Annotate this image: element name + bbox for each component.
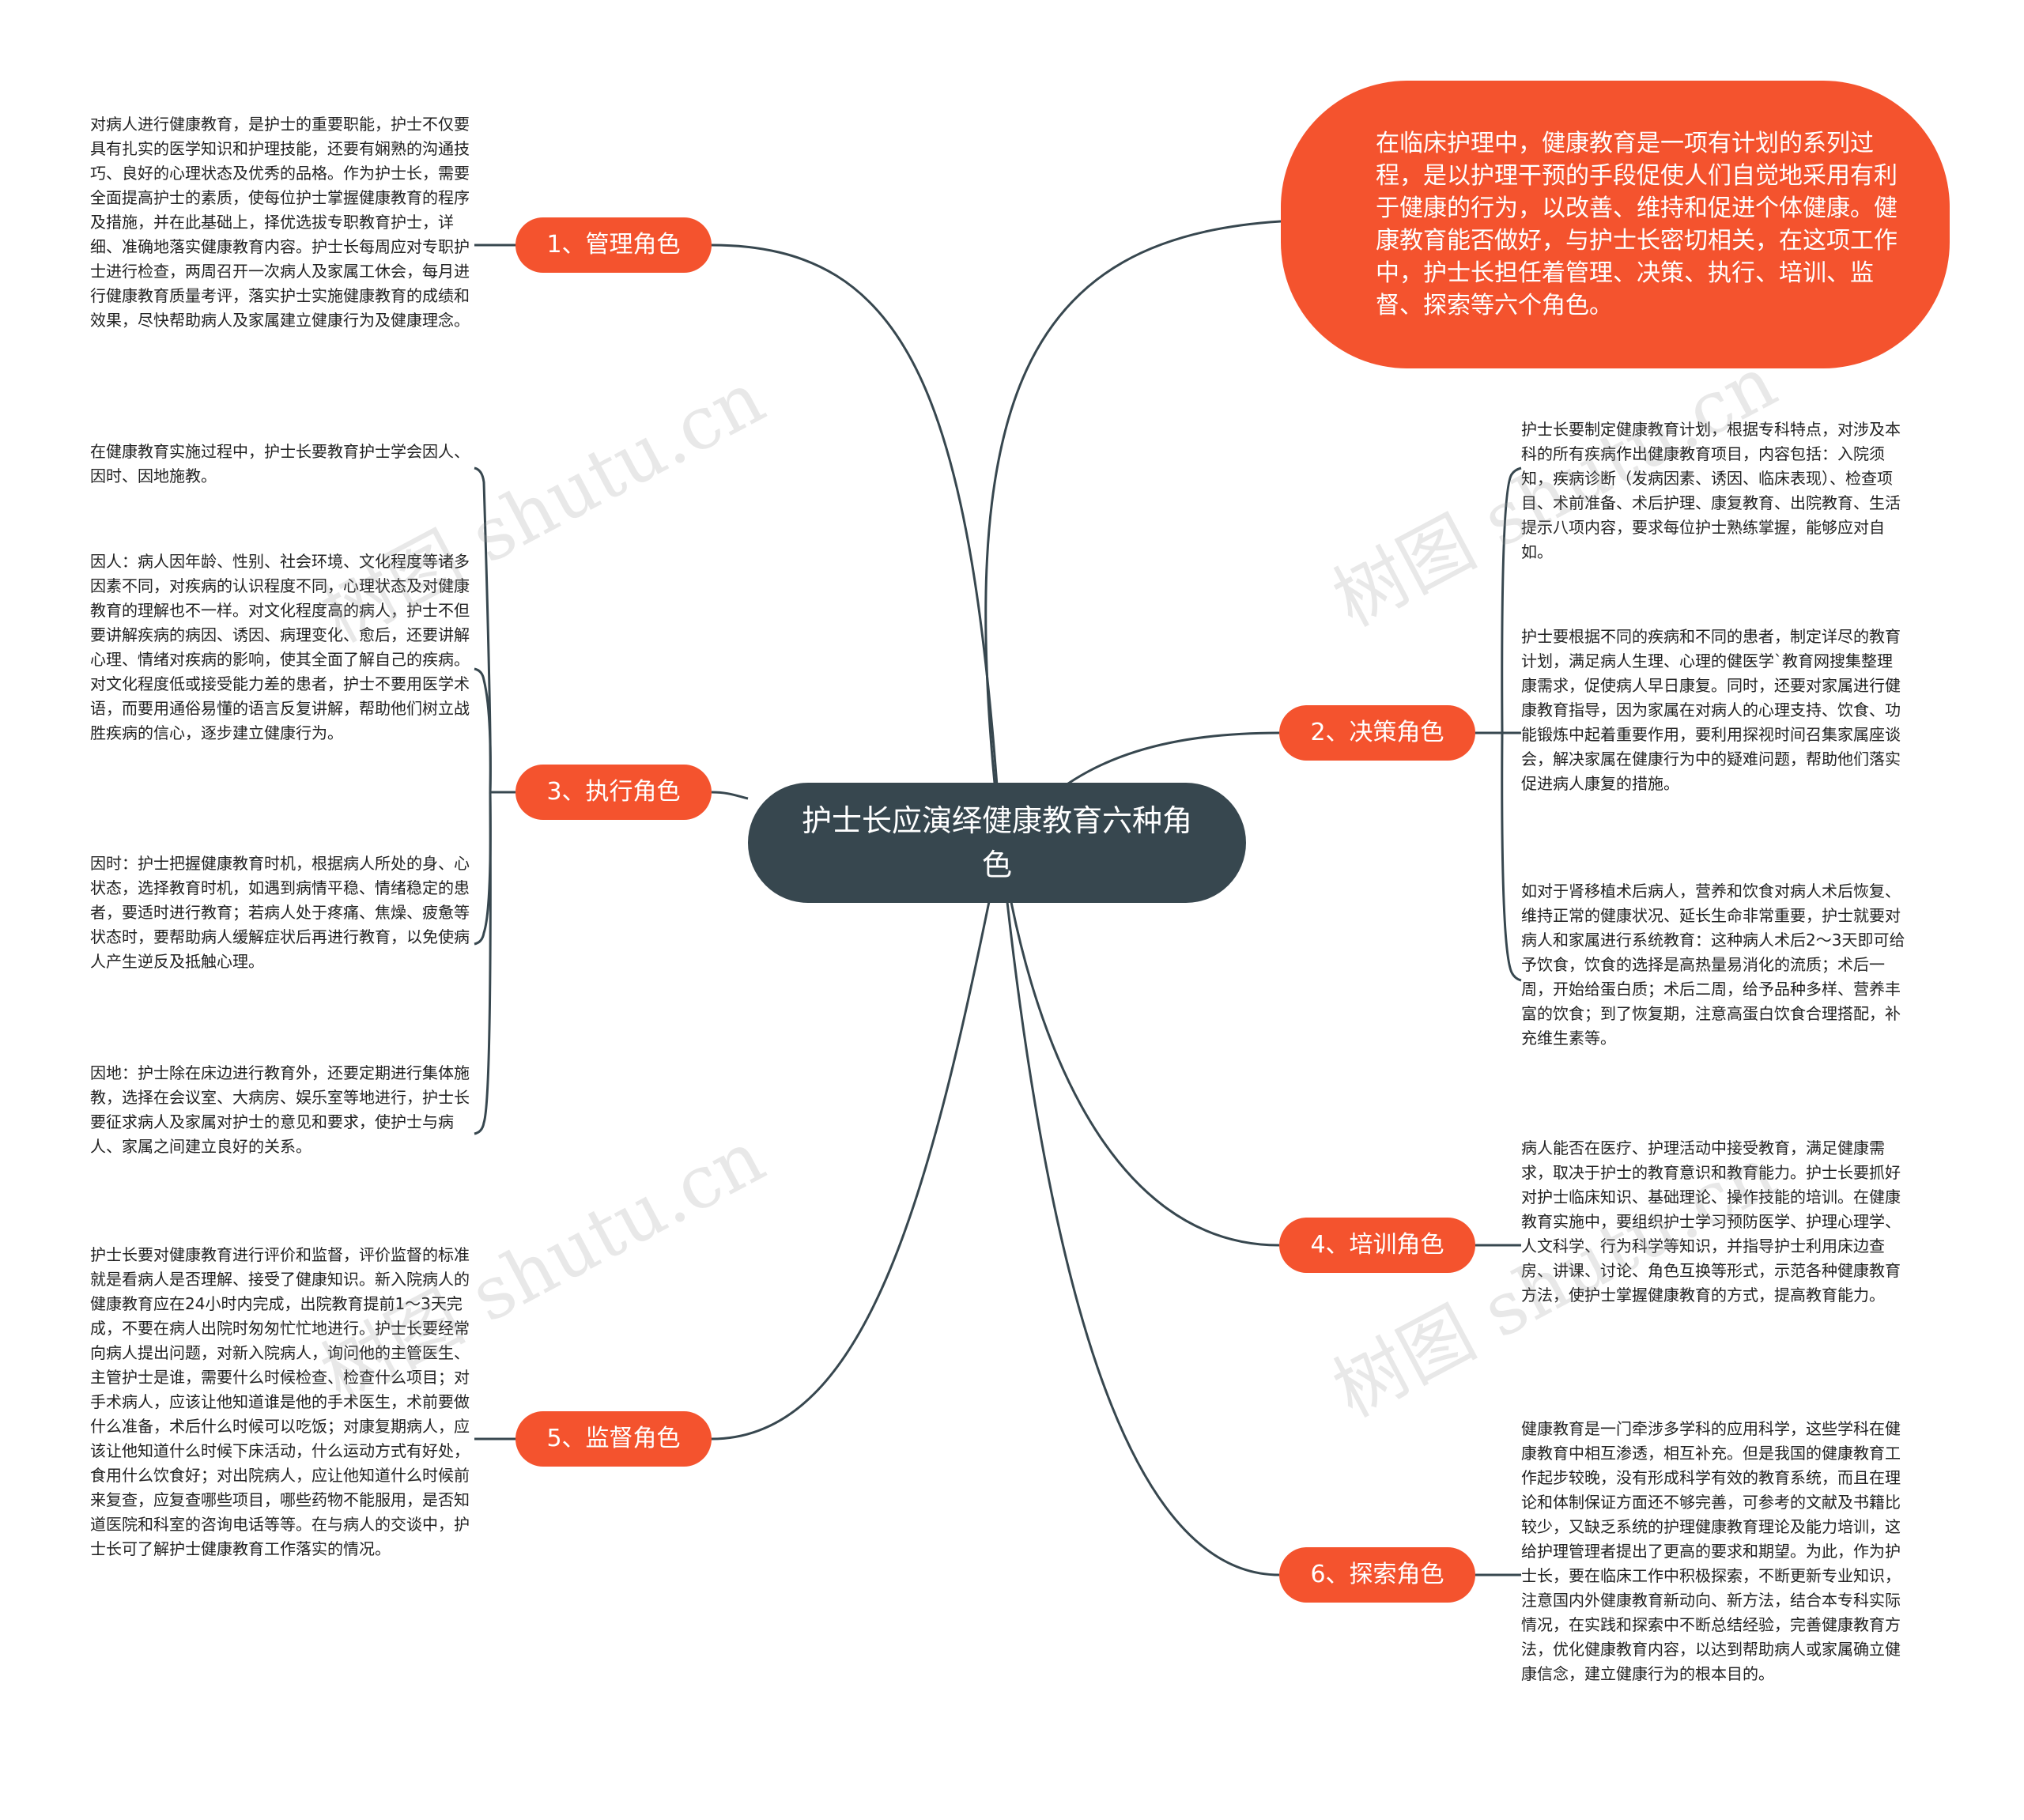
leaf-execution-2: 因人：病人因年龄、性别、社会环境、文化程度等诸多因素不同，对疾病的认识程度不同，… [90, 552, 470, 742]
branch-execution[interactable]: 3、执行角色 [515, 765, 712, 820]
leaf-exploration-1: 健康教育是一门牵涉多学科的应用科学，这些学科在健康教育中相互渗透，相互补充。但是… [1521, 1419, 1901, 1683]
bracket-execution-3 [474, 791, 492, 946]
bracket-execution-4 [474, 791, 492, 1135]
leaf-decision-1: 护士长要制定健康教育计划，根据专科特点，对涉及本科的所有疾病作出健康教育项目，内… [1521, 420, 1901, 561]
leaf-execution-4: 因地：护士除在床边进行教育外，还要定期进行集体施教，选择在会议室、大病房、娱乐室… [90, 1063, 470, 1156]
bracket-execution-1 [474, 466, 515, 794]
leaf-execution-1: 在健康教育实施过程中，护士长要教育护士学会因人、因时、因地施教。 [90, 442, 470, 485]
connector-exploration [999, 842, 1280, 1576]
branch-training[interactable]: 4、培训角色 [1279, 1218, 1475, 1273]
bracket-decision-1 [1475, 466, 1522, 734]
branch-management[interactable]: 1、管理角色 [515, 217, 712, 273]
branch-supervision[interactable]: 5、监督角色 [515, 1411, 712, 1467]
leaf-management-1: 对病人进行健康教育，是护士的重要职能，护士不仅要具有扎实的医学知识和护理技能，还… [90, 115, 470, 330]
central-topic[interactable]: 护士长应演绎健康教育六种角色 [748, 783, 1246, 903]
intro-node[interactable]: 在临床护理中，健康教育是一项有计划的系列过程，是以护理干预的手段促使人们自觉地采… [1281, 81, 1950, 368]
branch-label: 1、管理角色 [546, 231, 681, 259]
leaf-supervision-1: 护士长要对健康教育进行评价和监督，评价监督的标准就是看病人是否理解、接受了健康知… [90, 1245, 470, 1558]
branch-label: 4、培训角色 [1310, 1231, 1444, 1259]
connector-management [711, 244, 1003, 844]
leaf-decision-2: 护士要根据不同的疾病和不同的患者，制定详尽的教育计划，满足病人生理、心理的健医学… [1521, 627, 1901, 793]
branch-label: 2、决策角色 [1310, 719, 1444, 746]
connector-intro [984, 220, 1282, 844]
bracket-decision-3 [1501, 732, 1522, 982]
bracket-execution-2 [474, 667, 492, 793]
connector-execution [711, 791, 749, 800]
branch-exploration[interactable]: 6、探索角色 [1279, 1547, 1475, 1603]
branch-label: 6、探索角色 [1310, 1561, 1444, 1588]
branch-decision[interactable]: 2、决策角色 [1279, 705, 1475, 761]
intro-text: 在临床护理中，健康教育是一项有计划的系列过程，是以护理干预的手段促使人们自觉地采… [1376, 130, 1898, 319]
connector-supervision [711, 842, 1003, 1441]
branch-label: 5、监督角色 [546, 1425, 681, 1452]
connector-training [999, 842, 1280, 1247]
leaf-execution-3: 因时：护士把握健康教育时机，根据病人所处的身、心状态，选择教育时机，如遇到病情平… [90, 854, 470, 971]
leaf-training-1: 病人能否在医疗、护理活动中接受教育，满足健康需求，取决于护士的教育意识和教育能力… [1521, 1138, 1901, 1305]
leaf-decision-3: 如对于肾移植术后病人，营养和饮食对病人术后恢复、维持正常的健康状况、延长生命非常… [1521, 882, 1905, 1048]
branch-label: 3、执行角色 [546, 778, 681, 806]
central-topic-label: 护士长应演绎健康教育六种角色 [801, 803, 1192, 882]
